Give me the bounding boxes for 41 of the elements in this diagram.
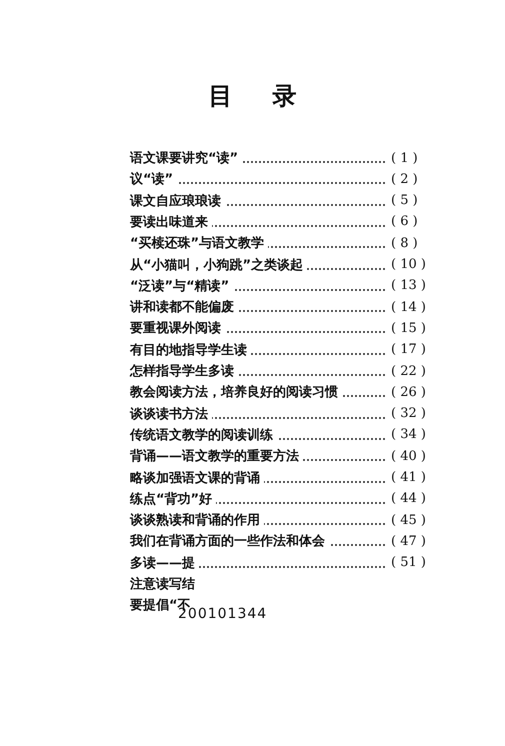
page-number: ( 32 ) <box>387 406 435 422</box>
page-number: ( 8 ) <box>387 236 435 251</box>
chapter-title: 怎样指导学生多读 <box>130 362 238 380</box>
page-number: ( 47 ) <box>387 534 435 549</box>
chapter-title: 有目的地指导学生读 <box>130 340 251 359</box>
chapter-title: 传统语文教学的阅读训练 <box>130 426 277 444</box>
chapter-title: 多读——提 <box>130 554 199 572</box>
chapter-title: 课文自应琅琅读 <box>130 192 225 210</box>
page-number: ( 51 ) <box>387 555 435 570</box>
page-number: ( 10 ) <box>387 257 435 272</box>
chapter-title: “泛读”与“精读” <box>130 276 234 295</box>
page-number: ( 5 ) <box>387 193 435 208</box>
chapter-title: 要读出味道来 <box>130 212 212 231</box>
chapter-title: 我们在背诵方面的一些作法和体会 <box>130 532 329 550</box>
page-number: ( 1 ) <box>387 150 435 166</box>
page-number: ( 6 ) <box>387 214 435 230</box>
page-title: 目录 <box>208 81 338 112</box>
page-number: ( 45 ) <box>387 512 435 528</box>
page-number: ( 17 ) <box>387 342 435 358</box>
chapter-title: “买椟还珠”与语文教学 <box>130 234 268 252</box>
page-number: ( 41 ) <box>387 470 435 485</box>
page-number: ( 40 ) <box>387 448 435 464</box>
chapter-title: 语文课要讲究“读” <box>130 149 242 167</box>
chapter-title: 练点“背功”好 <box>130 490 216 508</box>
page-number: ( 14 ) <box>387 300 435 315</box>
page-number: ( 26 ) <box>387 384 435 400</box>
page-number: ( 2 ) <box>387 172 435 187</box>
chapter-title: 要重视课外阅读 <box>130 319 225 338</box>
page-number: ( 13 ) <box>387 278 435 294</box>
page-number: ( 34 ) <box>387 427 435 442</box>
chapter-title: 谈谈读书方法 <box>130 404 212 423</box>
page-number: ( 15 ) <box>387 320 435 336</box>
chapter-title: 议“读” <box>130 170 178 188</box>
page-number: ( 44 ) <box>387 491 435 506</box>
chapter-title: 谈谈熟读和背诵的作用 <box>130 511 264 530</box>
page-number: ( 22 ) <box>387 364 435 378</box>
chapter-title: 略谈加强语文课的背诵 <box>130 468 264 486</box>
chapter-title: 教会阅读方法，培养良好的阅读习惯 <box>130 383 342 402</box>
chapter-title: 从“小猫叫，小狗跳”之类谈起 <box>130 256 308 274</box>
chapter-title: 讲和读都不能偏废 <box>130 298 238 316</box>
chapter-title: 背诵——语文教学的重要方法 <box>130 447 303 466</box>
